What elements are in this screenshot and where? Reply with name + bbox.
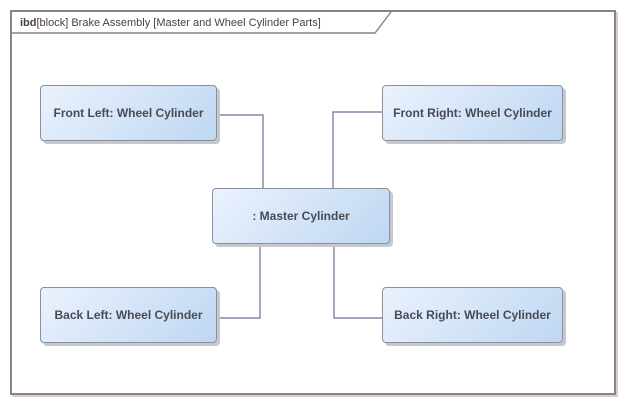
- connector-front-right-to-master[interactable]: [332, 111, 383, 189]
- node-label: Back Left: Wheel Cylinder: [54, 308, 203, 322]
- node-label: Back Right: Wheel Cylinder: [394, 308, 551, 322]
- connector-front-left-to-master[interactable]: [216, 114, 264, 189]
- node-back-left-wheel-cylinder[interactable]: Back Left: Wheel Cylinder: [40, 287, 217, 343]
- node-label: Front Right: Wheel Cylinder: [393, 106, 552, 120]
- node-front-left-wheel-cylinder[interactable]: Front Left: Wheel Cylinder: [40, 85, 217, 141]
- node-front-right-wheel-cylinder[interactable]: Front Right: Wheel Cylinder: [382, 85, 563, 141]
- frame-tab-shape: [12, 12, 392, 34]
- connector-master-to-back-left[interactable]: [216, 243, 261, 319]
- node-label: Front Left: Wheel Cylinder: [53, 106, 204, 120]
- frame-tab-label: ibd[block] Brake Assembly [Master and Wh…: [20, 14, 321, 33]
- connector-master-to-back-right[interactable]: [333, 243, 383, 319]
- node-label: : Master Cylinder: [252, 209, 350, 223]
- node-back-right-wheel-cylinder[interactable]: Back Right: Wheel Cylinder: [382, 287, 563, 343]
- node-master-cylinder[interactable]: : Master Cylinder: [212, 188, 390, 244]
- frame-tab-kind: ibd: [20, 17, 37, 29]
- frame-tab-title: [block] Brake Assembly [Master and Wheel…: [36, 17, 321, 29]
